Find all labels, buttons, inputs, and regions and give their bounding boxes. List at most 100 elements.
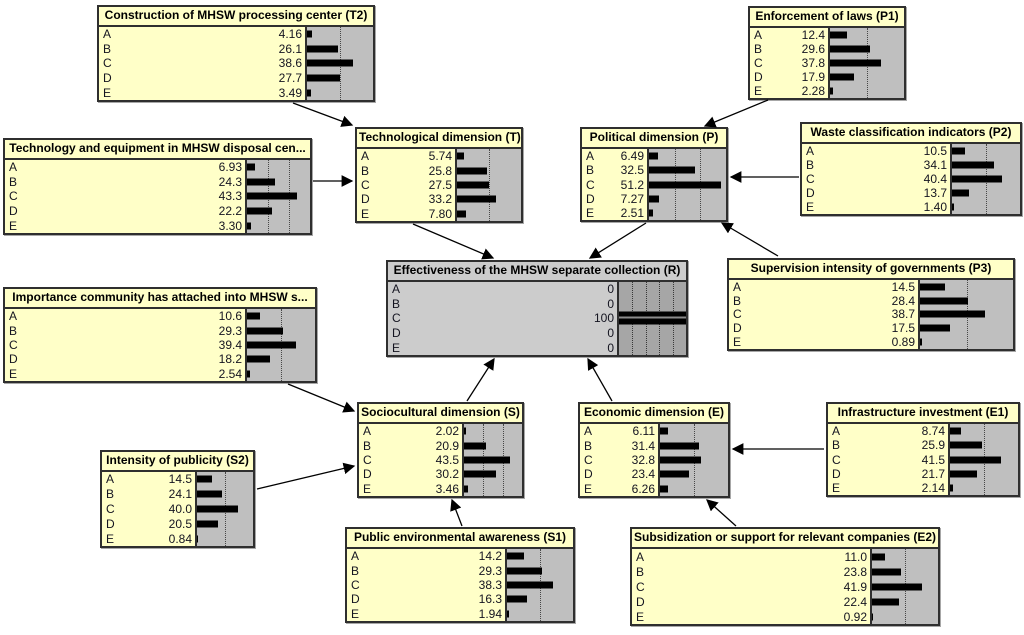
- probability-bar-chart: [307, 27, 373, 100]
- probability-bar: [649, 166, 695, 174]
- probability-bar: [247, 192, 297, 200]
- node-e2[interactable]: Subsidization or support for relevant co…: [630, 527, 940, 626]
- state-label: E: [806, 200, 815, 214]
- bar-row: [464, 424, 522, 438]
- state-row: C 43.3: [5, 189, 245, 204]
- bar-row: [619, 326, 686, 341]
- node-p3[interactable]: Supervision intensity of governments (P3…: [727, 258, 1015, 351]
- state-label: D: [806, 186, 815, 200]
- state-label: C: [351, 578, 360, 593]
- state-label: D: [103, 71, 112, 86]
- probability-bar: [247, 312, 261, 320]
- state-value: 43.3: [218, 189, 242, 204]
- state-value: 20.9: [435, 438, 459, 453]
- state-value: 26.1: [278, 41, 302, 56]
- state-value: 34.1: [923, 158, 947, 172]
- state-value: 28.4: [891, 293, 915, 308]
- state-value: 24.3: [218, 174, 242, 189]
- probability-bar: [660, 427, 668, 435]
- probability-bar: [872, 598, 899, 605]
- node-r[interactable]: Effectiveness of the MHSW separate colle…: [386, 260, 688, 357]
- state-value: 3.46: [435, 481, 459, 496]
- state-value: 2.54: [218, 366, 242, 381]
- state-value: 25.8: [428, 163, 452, 178]
- node-t1[interactable]: Technology and equipment in MHSW disposa…: [3, 138, 312, 235]
- probability-bar: [464, 470, 496, 478]
- state-label: D: [9, 352, 18, 367]
- state-value: 23.4: [631, 467, 655, 482]
- probability-bar: [464, 485, 468, 493]
- state-label: E: [586, 205, 595, 220]
- node-title: Economic dimension (E): [580, 404, 728, 424]
- node-title: Construction of MHSW processing center (…: [99, 7, 373, 27]
- probability-bar-chart: [507, 549, 573, 621]
- probability-bar: [660, 470, 689, 478]
- state-label: B: [586, 163, 595, 178]
- state-label: C: [9, 189, 18, 204]
- bar-row: [464, 453, 522, 467]
- state-value: 38.7: [891, 307, 915, 322]
- state-value: 27.5: [428, 178, 452, 193]
- state-label: C: [392, 311, 401, 326]
- probability-bar: [952, 161, 995, 169]
- bar-row: [660, 424, 728, 438]
- bar-row: [920, 294, 1013, 308]
- state-value: 20.5: [168, 516, 192, 531]
- bar-row: [872, 579, 938, 594]
- probability-bar: [950, 470, 977, 478]
- state-label: E: [363, 481, 372, 496]
- probability-bar: [247, 370, 251, 378]
- state-label: B: [754, 42, 763, 56]
- state-label: D: [754, 70, 763, 84]
- bar-row: [660, 453, 728, 467]
- bar-row: [457, 149, 521, 163]
- probability-bar: [660, 456, 701, 464]
- probability-bar: [507, 552, 525, 560]
- bar-row: [830, 56, 904, 70]
- node-s3[interactable]: Importance community has attached into M…: [3, 287, 317, 383]
- bar-row: [952, 144, 1020, 158]
- bar-row: [307, 27, 373, 42]
- state-value: 3.49: [278, 85, 302, 100]
- state-value: 51.2: [620, 177, 644, 192]
- state-value: 0.92: [843, 609, 867, 624]
- bar-row: [197, 516, 253, 531]
- probability-bar: [830, 87, 834, 95]
- node-t2[interactable]: Construction of MHSW processing center (…: [97, 5, 375, 102]
- probability-bar: [872, 583, 923, 590]
- probability-bar-chart: [830, 28, 904, 98]
- state-value: 40.4: [923, 172, 947, 186]
- state-label: D: [584, 467, 593, 482]
- bar-row: [952, 200, 1020, 214]
- bar-row: [872, 594, 938, 609]
- state-label: D: [832, 466, 841, 481]
